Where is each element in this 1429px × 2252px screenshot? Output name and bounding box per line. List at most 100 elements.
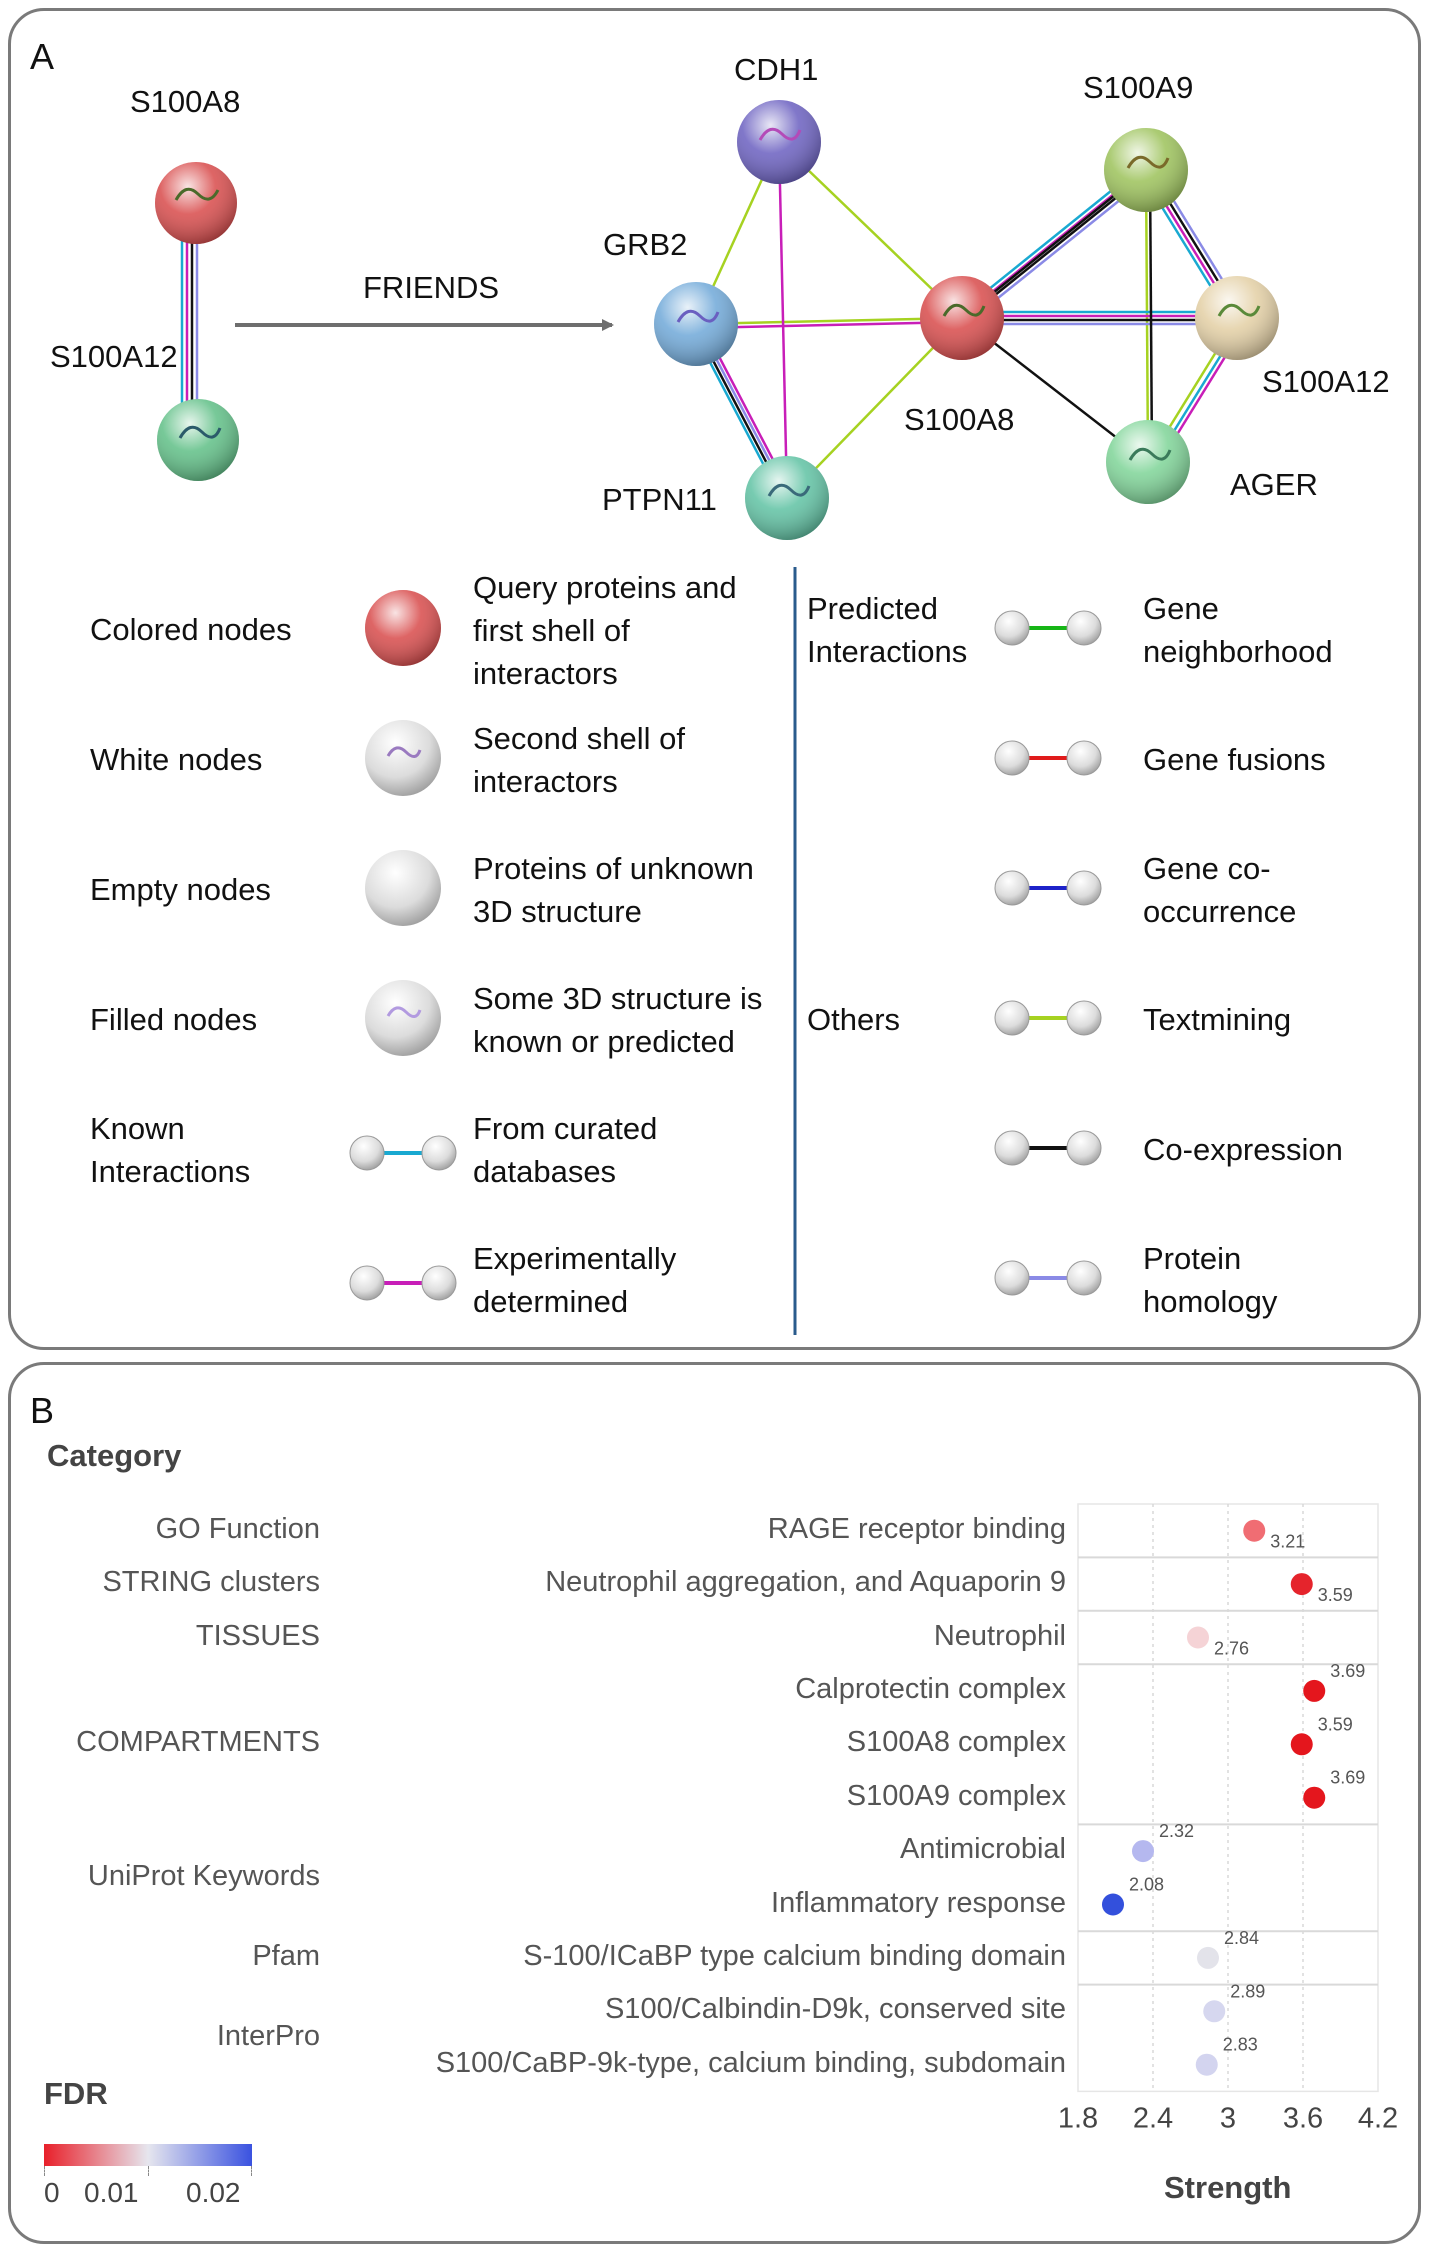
label-friends: FRIENDS [363,270,499,305]
strength-value-label: 2.32 [1159,1821,1194,1841]
strength-dot [1243,1519,1266,1542]
label-s100a8: S100A8 [904,402,1014,437]
legend-colored-nodes-label: Colored nodes [90,612,292,647]
legend-empty-node-icon [365,850,441,926]
strength-value-label: 2.83 [1223,2035,1258,2055]
term-label: Inflammatory response [771,1886,1066,1919]
x-tick-label: 2.4 [1133,2102,1173,2134]
legend-fusion-edge-icon [994,740,1102,776]
category-label: InterPro [216,2020,320,2052]
node-ager [1106,420,1190,504]
label-grb2: GRB2 [603,227,687,262]
strength-dot [1290,1573,1313,1596]
strength-value-label: 3.69 [1330,1661,1365,1681]
node-s100a8-left [155,162,237,244]
term-label: RAGE receptor binding [767,1512,1066,1545]
label-s100a12-left: S100A12 [50,339,178,374]
fdr-colorbar [44,2144,252,2166]
strength-dot [1197,1946,1219,1969]
node-s100a12 [1195,276,1279,360]
term-label: Neutrophil aggregation, and Aquaporin 9 [545,1566,1066,1599]
label-cdh1: CDH1 [734,52,818,87]
strength-dot [1303,1786,1326,1809]
legend-filled-node-icon [365,980,441,1056]
panel-b-letter: B [30,1390,55,1431]
fdr-tick-1: 0.01 [84,2177,139,2208]
legend-colored-node-icon [365,590,441,666]
strength-dot [1290,1733,1313,1756]
strength-dot [1203,2000,1226,2023]
x-axis-label: Strength [1164,2170,1292,2205]
node-s100a8 [920,276,1004,360]
fdr-tick-0: 0 [44,2177,60,2208]
x-tick-label: 3.6 [1283,2102,1323,2134]
fdr-tick-2: 0.02 [186,2177,241,2208]
legend-cooccurrence-edge-icon [994,870,1102,906]
legend-textmining-desc: Textmining [1143,1002,1292,1037]
category-label: GO Function [155,1512,320,1545]
panel-a [8,8,1421,1350]
label-s100a12: S100A12 [1262,364,1390,399]
legend-white-node-icon [365,720,441,796]
node-s100a9 [1104,128,1188,212]
strength-value-label: 3.59 [1318,1585,1353,1605]
panel-b [8,1362,1421,2244]
category-header: Category [47,1438,182,1473]
term-label: S100A9 complex [846,1779,1066,1812]
strength-value-label: 3.69 [1330,1768,1365,1788]
category-label: Pfam [252,1939,320,1972]
fdr-title: FDR [44,2076,108,2111]
strength-value-label: 2.89 [1230,1981,1265,2001]
category-label: COMPARTMENTS [76,1726,320,1759]
strength-value-label: 2.84 [1224,1928,1259,1948]
label-ptpn11: PTPN11 [602,482,717,517]
term-label: S-100/ICaBP type calcium binding domain [523,1939,1066,1972]
strength-value-label: 2.08 [1129,1875,1164,1895]
category-label: UniProt Keywords [87,1859,320,1892]
strength-dot [1195,2053,1218,2076]
term-label: Neutrophil [933,1619,1066,1652]
legend-gene-fusions-desc: Gene fusions [1143,742,1326,777]
node-s100a12-left [157,399,239,481]
legend-homology-edge-icon [994,1260,1102,1296]
strength-dot [1303,1679,1326,1702]
x-tick-label: 4.2 [1358,2102,1398,2134]
category-label: STRING clusters [102,1566,320,1599]
legend-neighborhood-edge-icon [994,610,1102,646]
term-label: Calprotectin complex [795,1672,1066,1705]
node-grb2 [654,282,738,366]
legend-others-label: Others [807,1002,901,1037]
term-label: S100/Calbindin-D9k, conserved site [604,1993,1066,2026]
legend-curated-edge-icon [349,1135,457,1171]
strength-dot [1187,1626,1209,1649]
legend-coexpression-edge-icon [994,1130,1102,1166]
strength-value-label: 3.59 [1318,1714,1353,1734]
label-s100a9: S100A9 [1083,70,1193,105]
term-label: S100/CaBP-9k-type, calcium binding, subd… [435,2046,1066,2079]
strength-value-label: 3.21 [1270,1532,1305,1552]
legend-white-nodes-label: White nodes [90,742,263,777]
legend-filled-nodes-label: Filled nodes [90,1002,258,1037]
legend-gene-cooccurrence-desc: Gene co-occurrence [1143,851,1297,929]
label-ager: AGER [1230,467,1318,502]
term-label: Antimicrobial [900,1833,1066,1866]
x-tick-label: 3 [1220,2102,1236,2134]
label-s100a8-left: S100A8 [130,84,240,119]
panel-a-letter: A [30,36,55,77]
legend-experimental-edge-icon [349,1265,457,1301]
strength-value-label: 2.76 [1214,1639,1249,1659]
term-label: S100A8 complex [846,1726,1066,1759]
strength-dot [1102,1893,1124,1916]
x-tick-label: 1.8 [1058,2102,1098,2134]
